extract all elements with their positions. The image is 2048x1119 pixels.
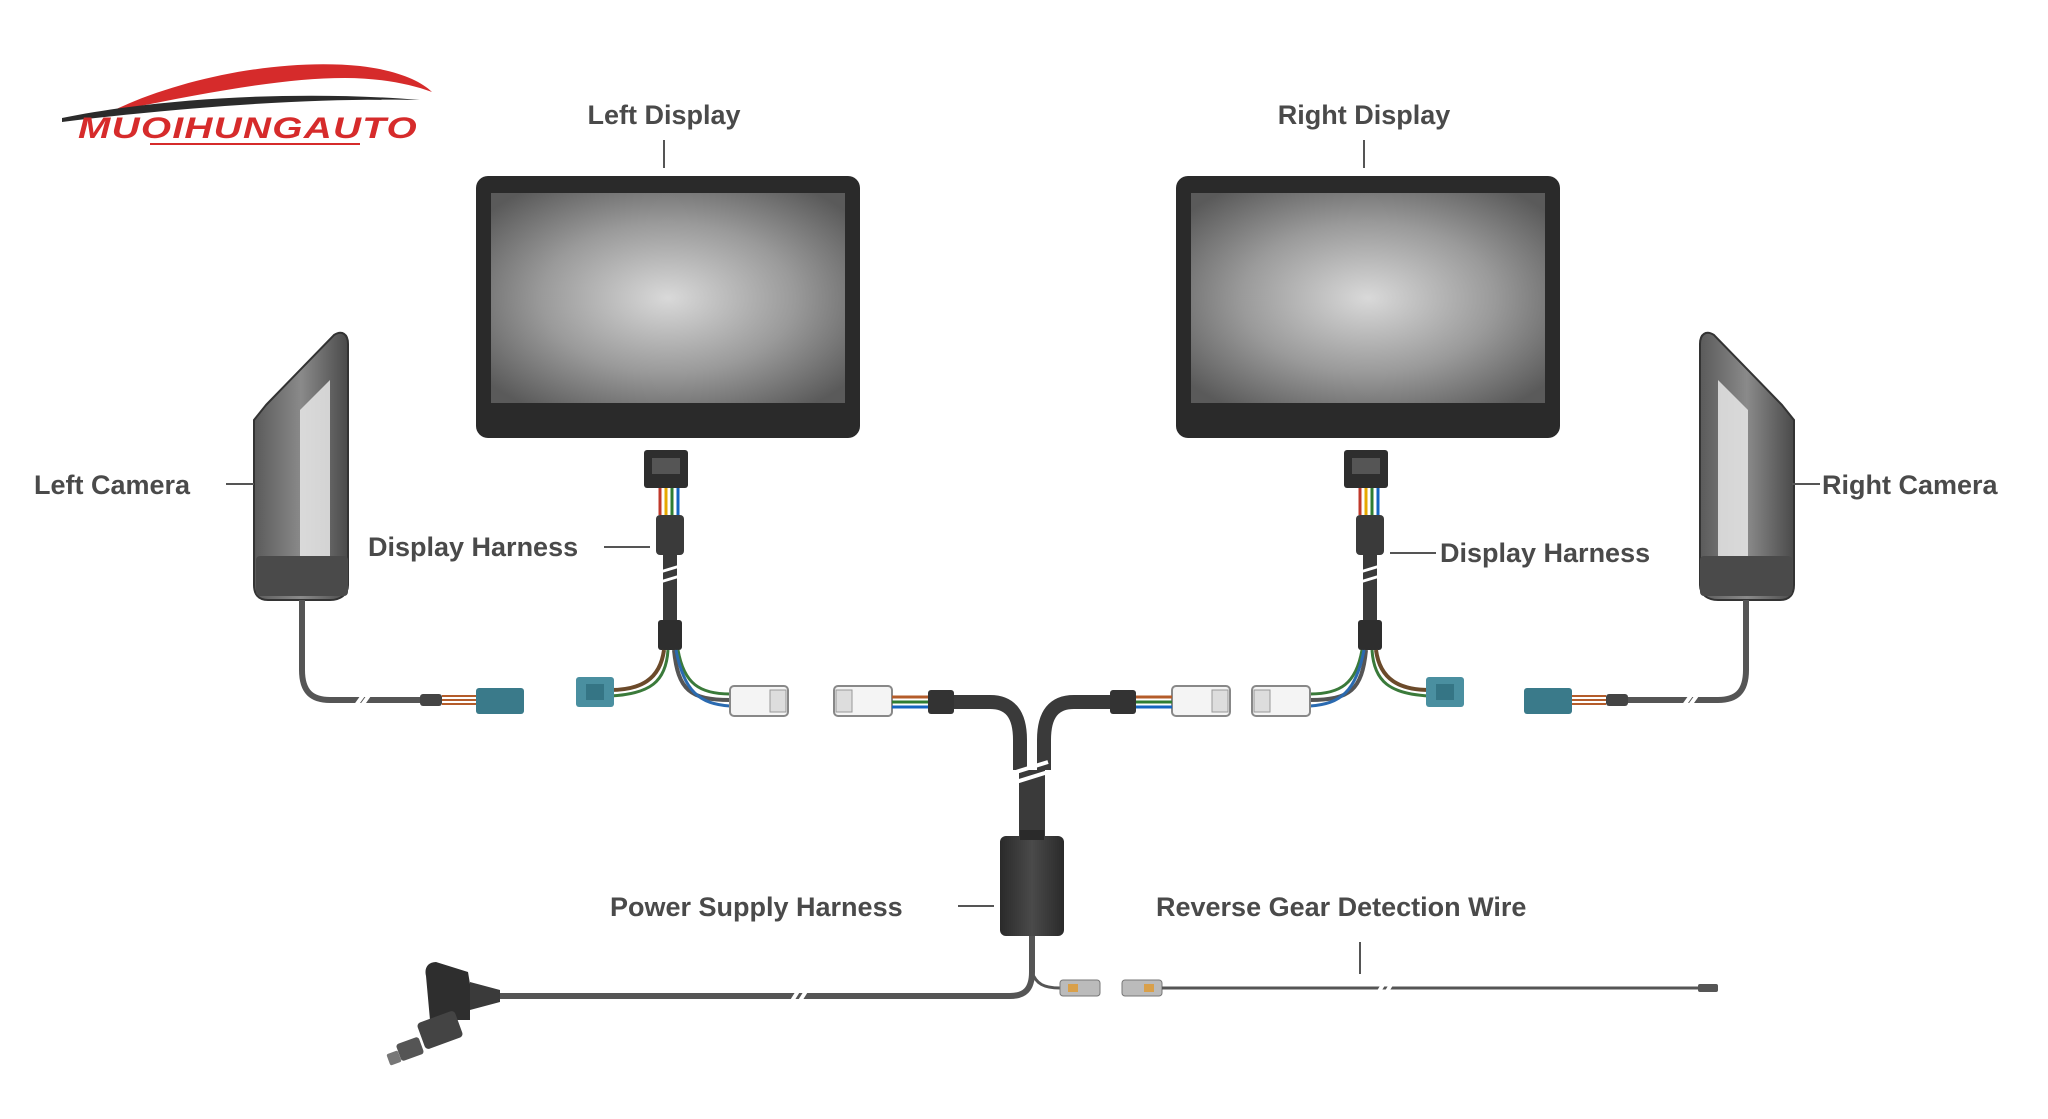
right-display-harness: [1251, 450, 1464, 717]
power-supply-box: [1000, 836, 1064, 936]
right-display: [1176, 176, 1560, 438]
right-display-screen: [1191, 193, 1545, 403]
right-camera-connector: [1524, 688, 1572, 714]
right-camera: [1524, 331, 1795, 714]
left-display-label: Left Display: [587, 100, 740, 130]
right-camera-label: Right Camera: [1822, 470, 1999, 500]
logo-swoosh-dark: [62, 95, 420, 122]
left-display: [476, 176, 860, 438]
brand-logo: MUOIHUNGAUTO: [62, 64, 432, 145]
logo-text: MUOIHUNGAUTO: [78, 112, 418, 145]
left-camera-label: Left Camera: [34, 470, 191, 500]
left-display-harness: [576, 450, 789, 717]
cigarette-lighter-plug: [386, 962, 500, 1066]
display-harness-left-label: Display Harness: [368, 532, 578, 562]
left-display-screen: [491, 193, 845, 403]
power-supply-harness-label: Power Supply Harness: [610, 892, 903, 922]
power-supply-harness: [500, 685, 1231, 1006]
logo-swoosh-red: [110, 64, 432, 112]
left-camera: [253, 331, 524, 714]
display-harness-right-label: Display Harness: [1440, 538, 1650, 568]
reverse-gear-wire-label: Reverse Gear Detection Wire: [1156, 892, 1526, 922]
left-camera-connector: [476, 688, 524, 714]
right-display-label: Right Display: [1278, 100, 1451, 130]
reverse-gear-wire: [1121, 942, 1718, 998]
